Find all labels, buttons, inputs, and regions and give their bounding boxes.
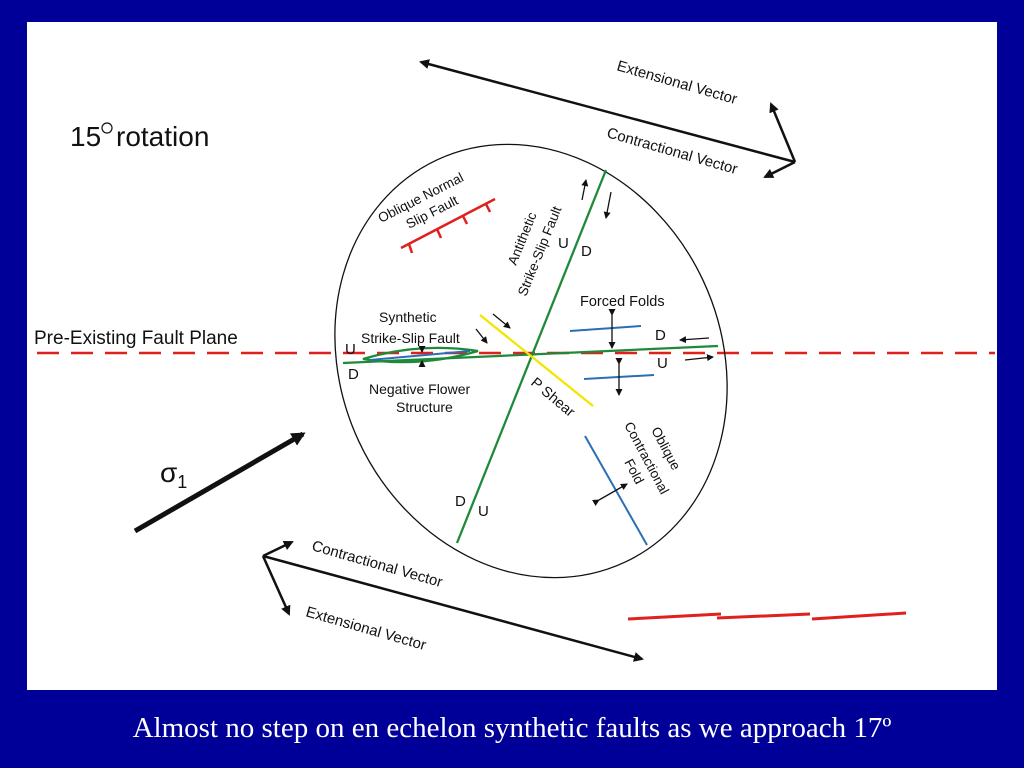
d-label-bottom: D <box>455 493 466 510</box>
strain-ellipse <box>334 143 728 579</box>
negative-flower-label-2: Structure <box>396 399 453 415</box>
diagram-panel: 15 rotation Extensional Vector Contracti… <box>27 22 997 690</box>
extensional-vector-bottom-label: Extensional Vector <box>304 604 428 655</box>
rotation-label: rotation <box>116 121 209 152</box>
synthetic-label-2: Strike-Slip Fault <box>361 330 460 346</box>
synthetic-arrow <box>492 313 511 329</box>
bottom-vector-arrows <box>261 540 644 662</box>
synthetic-arrow-small <box>475 328 488 344</box>
rotation-number: 15 <box>70 121 101 152</box>
d-label-left: D <box>348 366 359 383</box>
oblique-contractional-fold-arrow <box>592 483 628 507</box>
d-label-antithetic-top: D <box>581 243 592 260</box>
right-arrow-left <box>679 336 710 344</box>
u-label-left: U <box>345 341 356 358</box>
d-label-right: D <box>655 327 666 344</box>
en-echelon-faults <box>627 611 907 621</box>
slide-caption: Almost no step on en echelon synthetic f… <box>132 712 892 744</box>
u-label-right: U <box>657 355 668 372</box>
right-arrow-right <box>684 354 714 362</box>
extensional-vector-top-label: Extensional Vector <box>615 58 739 109</box>
degree-symbol <box>101 122 113 134</box>
contractional-vector-top-label: Contractional Vector <box>605 125 740 179</box>
negative-flower-label-1: Negative Flower <box>369 381 470 397</box>
p-shear-label: P Shear <box>527 375 577 421</box>
pre-existing-fault-label: Pre-Existing Fault Plane <box>34 328 238 349</box>
sigma-symbol: σ1 <box>160 457 187 492</box>
forced-folds-label: Forced Folds <box>580 294 665 310</box>
forced-fold-axis-upper <box>569 325 642 332</box>
p-shear-line <box>479 314 594 407</box>
top-vector-arrows <box>419 59 797 179</box>
fault-rotation-diagram: 15 rotation Extensional Vector Contracti… <box>34 58 995 662</box>
synthetic-label-1: Synthetic <box>379 309 437 325</box>
antithetic-arrow-up <box>581 179 589 201</box>
sigma1-arrow <box>133 431 306 534</box>
antithetic-arrow-down <box>603 191 612 219</box>
u-label-bottom: U <box>478 503 489 520</box>
negative-flower-structure <box>362 346 479 367</box>
contractional-vector-bottom-label: Contractional Vector <box>310 538 445 592</box>
oblique-normal-fault <box>400 197 496 254</box>
u-label-antithetic-top: U <box>558 235 569 252</box>
